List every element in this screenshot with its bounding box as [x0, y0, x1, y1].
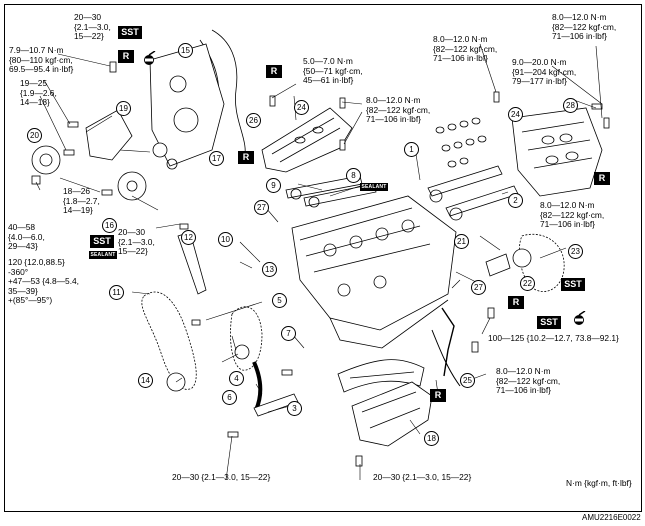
callout-number: 9 — [266, 178, 281, 193]
cylinder-head-cover-left — [261, 107, 353, 173]
torque-spec-text: 19—25 {1.9—2.6, 14—18} — [20, 78, 57, 108]
special-service-tool-badge: SST — [118, 26, 142, 39]
bracket-21 — [485, 253, 511, 277]
torque-spec-text: 100—125 {10.2—12.7, 73.8—92.1} — [488, 333, 619, 343]
torque-spec-text: 7.9—10.7 N·m {80—110 kgf·cm, 69.5—95.4 i… — [9, 45, 74, 75]
cylinder-head-cover-right — [511, 107, 603, 197]
callout-number: 17 — [209, 151, 224, 166]
callout-number: 28 — [563, 98, 578, 113]
torque-spec-text: 5.0—7.0 N·m {50—71 kgf·cm, 45—61 in·lbf} — [303, 56, 363, 86]
callout-number: 21 — [454, 234, 469, 249]
torque-spec-text: 18—26 {1.8—2.7, 14—19} — [63, 186, 100, 216]
sealant-badge: SEALANT — [89, 251, 117, 259]
camshafts-right — [427, 165, 519, 221]
timing-chain-right — [230, 306, 263, 371]
callout-number: 18 — [424, 431, 439, 446]
callout-number: 13 — [262, 262, 277, 277]
callout-number: 1 — [404, 142, 419, 157]
callout-number: 2 — [508, 193, 523, 208]
callout-number: 3 — [287, 401, 302, 416]
callout-number: 8 — [346, 168, 361, 183]
callout-number: 15 — [178, 43, 193, 58]
callout-number: 16 — [102, 218, 117, 233]
callout-number: 27 — [471, 280, 486, 295]
callout-number: 24 — [508, 107, 523, 122]
replace-part-badge: R — [238, 151, 254, 164]
replace-part-badge: R — [508, 296, 524, 309]
callout-number: 7 — [281, 326, 296, 341]
callout-number: 22 — [520, 276, 535, 291]
sealant-badge: SEALANT — [360, 183, 388, 191]
torque-spec-text: 8.0—12.0 N·m {82—122 kgf·cm, 71—106 in·l… — [540, 200, 605, 230]
callout-number: 5 — [272, 293, 287, 308]
oil-can-icon — [144, 51, 156, 65]
bolts — [31, 61, 610, 467]
replace-part-badge: R — [430, 389, 446, 402]
oil-pan-18 — [351, 381, 433, 447]
callout-number: 14 — [138, 373, 153, 388]
special-service-tool-badge: SST — [537, 316, 561, 329]
replace-part-badge: R — [118, 50, 134, 63]
oil-pan-gasket — [337, 359, 425, 393]
special-service-tool-badge: SST — [561, 278, 585, 291]
callout-number: 26 — [246, 113, 261, 128]
oil-can-icon — [574, 311, 586, 325]
torque-spec-text: 9.0—20.0 N·m {91—204 kgf·cm, 79—177 in·l… — [512, 57, 577, 87]
callout-number: 12 — [181, 230, 196, 245]
timing-belt-cover — [149, 43, 225, 167]
callout-number: 25 — [460, 373, 475, 388]
idler-sprocket-4 — [234, 344, 250, 360]
torque-spec-text: 8.0—12.0 N·m {82—122 kgf·cm, 71—106 in·l… — [496, 366, 561, 396]
torque-spec-text: 8.0—12.0 N·m {82—122 kgf·cm, 71—106 in·l… — [366, 95, 431, 125]
callout-number: 24 — [294, 100, 309, 115]
callout-number: 19 — [116, 101, 131, 116]
torque-spec-text: 20—30 {2.1—3.0, 15—22} — [373, 472, 472, 482]
special-service-tool-badge: SST — [90, 235, 114, 248]
leader-lines — [35, 43, 603, 481]
torque-spec-text: 8.0—12.0 N·m {82—122 kgf·cm, 71—106 in·l… — [552, 12, 617, 42]
timing-chain-left — [141, 291, 197, 390]
callout-number: 23 — [568, 244, 583, 259]
callout-number: 27 — [254, 200, 269, 215]
callout-number: 6 — [222, 390, 237, 405]
torque-spec-text: 20—30 {2.1—3.0, 15—22} — [74, 12, 111, 42]
figure-caption: AMU2216E0022 — [582, 513, 641, 522]
water-pump-and-pulleys — [31, 109, 178, 201]
tensioner-22 — [512, 248, 532, 268]
head-cover-gasket-left — [211, 29, 246, 161]
torque-spec-text: 20—30 {2.1—3.0, 15—22} — [118, 227, 155, 257]
torque-spec-text: 40—58 {4.0—6.0, 29—43} — [8, 222, 45, 252]
callout-number: 10 — [218, 232, 233, 247]
torque-spec-text: 8.0—12.0 N·m {82—122 kgf·cm, 71—106 in·l… — [433, 34, 498, 64]
dipstick-tube — [431, 329, 461, 387]
callout-number: 4 — [229, 371, 244, 386]
units-legend: N·m {kgf·m, ft·lbf} — [566, 478, 632, 488]
callout-number: 20 — [27, 128, 42, 143]
camshafts-left — [285, 175, 377, 208]
torque-spec-text: 120 {12.0,88.5} -360° +47—53 {4.8—5.4, 3… — [8, 257, 80, 306]
torque-spec-text: 20—30 {2.1—3.0, 15—22} — [172, 472, 271, 482]
diagram-frame — [4, 4, 642, 512]
replace-part-badge: R — [594, 172, 610, 185]
cylinder-block — [291, 195, 457, 349]
callout-number: 11 — [109, 285, 124, 300]
hydraulic-lash-adjusters — [435, 117, 487, 168]
replace-part-badge: R — [266, 65, 282, 78]
